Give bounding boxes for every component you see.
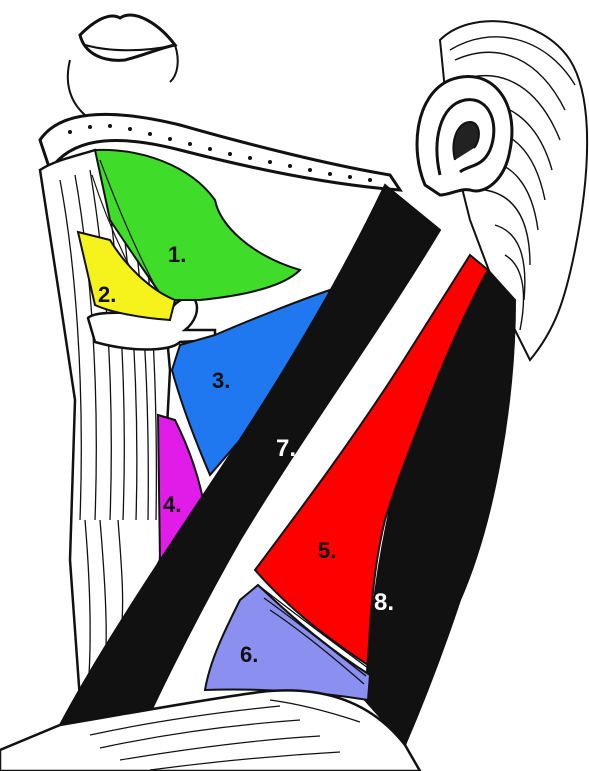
- label-5: 5.: [318, 538, 336, 563]
- label-1: 1.: [168, 242, 186, 267]
- label-3: 3.: [212, 368, 230, 393]
- label-8: 8.: [374, 589, 394, 616]
- label-7: 7.: [276, 435, 296, 462]
- label-4: 4.: [163, 492, 181, 517]
- label-6: 6.: [240, 642, 258, 667]
- label-2: 2.: [98, 282, 116, 307]
